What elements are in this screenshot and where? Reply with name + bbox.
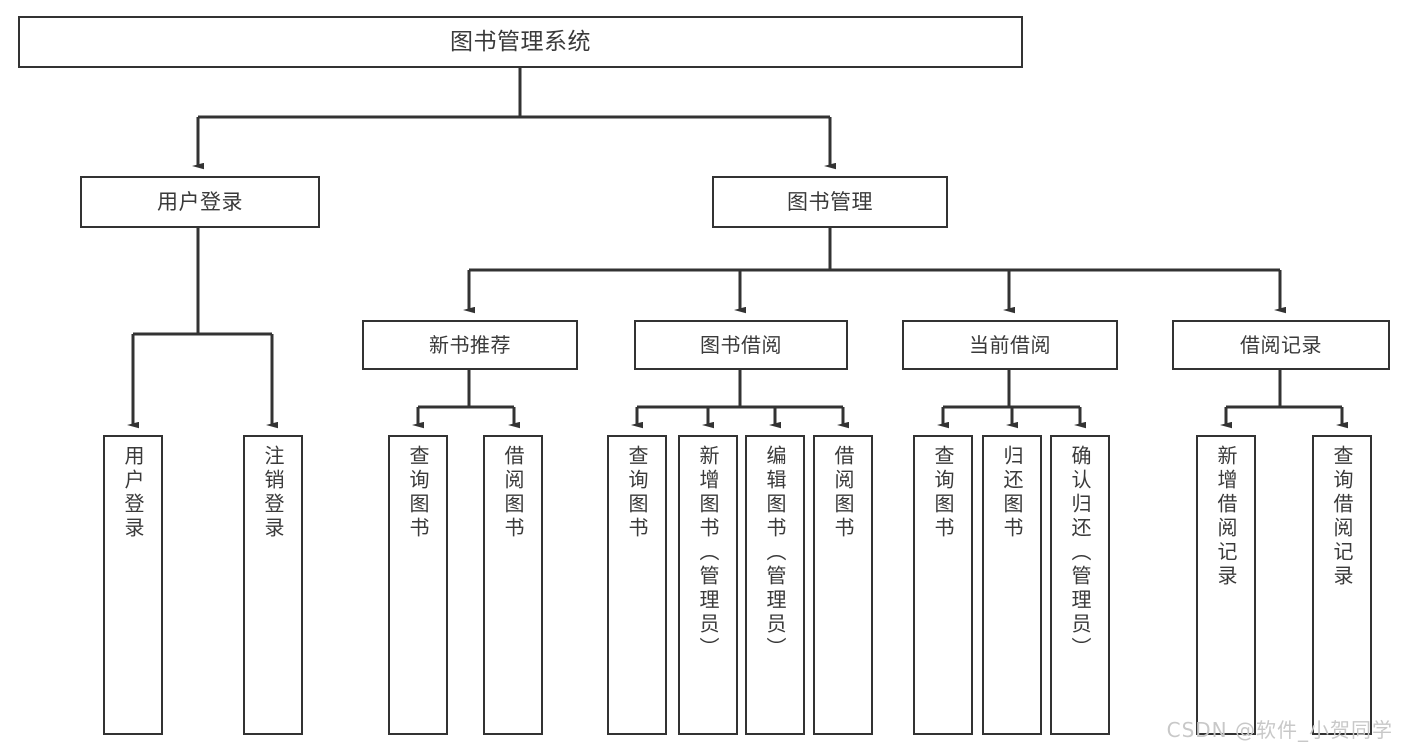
node-book-borrowing[interactable]: 图书借阅 (634, 320, 848, 370)
node-user-login-label: 用户登录 (157, 189, 243, 214)
node-leaf-query-book-borrow-label: 查询图书 (625, 445, 649, 541)
node-leaf-add-book-admin-label: 新增图书（管理员） (696, 445, 720, 661)
node-leaf-borrow-book[interactable]: 借阅图书 (813, 435, 873, 735)
node-leaf-borrow-book-newbook[interactable]: 借阅图书 (483, 435, 543, 735)
node-borrowing-records[interactable]: 借阅记录 (1172, 320, 1390, 370)
node-current-borrowing-label: 当前借阅 (969, 333, 1051, 357)
node-new-book-recommendation-label: 新书推荐 (429, 333, 511, 357)
node-leaf-add-borrow-record-label: 新增借阅记录 (1214, 445, 1238, 589)
node-leaf-user-login[interactable]: 用户登录 (103, 435, 163, 735)
node-leaf-edit-book-admin[interactable]: 编辑图书（管理员） (745, 435, 805, 735)
node-leaf-confirm-return-admin-label: 确认归还（管理员） (1068, 445, 1092, 661)
node-leaf-borrow-book-label: 借阅图书 (831, 445, 855, 541)
node-leaf-add-book-admin[interactable]: 新增图书（管理员） (678, 435, 738, 735)
node-user-login[interactable]: 用户登录 (80, 176, 320, 228)
node-leaf-user-login-label: 用户登录 (121, 445, 145, 541)
node-current-borrowing[interactable]: 当前借阅 (902, 320, 1118, 370)
node-leaf-query-book-newbook[interactable]: 查询图书 (388, 435, 448, 735)
node-leaf-return-book-label: 归还图书 (1000, 445, 1024, 541)
node-root[interactable]: 图书管理系统 (18, 16, 1023, 68)
watermark: CSDN @软件_小贺同学 (1166, 718, 1393, 742)
node-leaf-query-borrow-record[interactable]: 查询借阅记录 (1312, 435, 1372, 735)
node-leaf-logout-label: 注销登录 (261, 445, 285, 541)
node-leaf-return-book[interactable]: 归还图书 (982, 435, 1042, 735)
node-leaf-query-book-current-label: 查询图书 (931, 445, 955, 541)
node-borrowing-records-label: 借阅记录 (1240, 333, 1322, 357)
node-book-management[interactable]: 图书管理 (712, 176, 948, 228)
node-root-label: 图书管理系统 (450, 28, 591, 55)
node-leaf-query-book-borrow[interactable]: 查询图书 (607, 435, 667, 735)
node-leaf-query-book-newbook-label: 查询图书 (406, 445, 430, 541)
node-new-book-recommendation[interactable]: 新书推荐 (362, 320, 578, 370)
node-book-borrowing-label: 图书借阅 (700, 333, 782, 357)
node-book-management-label: 图书管理 (787, 189, 873, 214)
node-leaf-confirm-return-admin[interactable]: 确认归还（管理员） (1050, 435, 1110, 735)
node-leaf-logout[interactable]: 注销登录 (243, 435, 303, 735)
node-leaf-edit-book-admin-label: 编辑图书（管理员） (763, 445, 787, 661)
node-leaf-query-book-current[interactable]: 查询图书 (913, 435, 973, 735)
node-leaf-add-borrow-record[interactable]: 新增借阅记录 (1196, 435, 1256, 735)
node-leaf-query-borrow-record-label: 查询借阅记录 (1330, 445, 1354, 589)
node-leaf-borrow-book-newbook-label: 借阅图书 (501, 445, 525, 541)
